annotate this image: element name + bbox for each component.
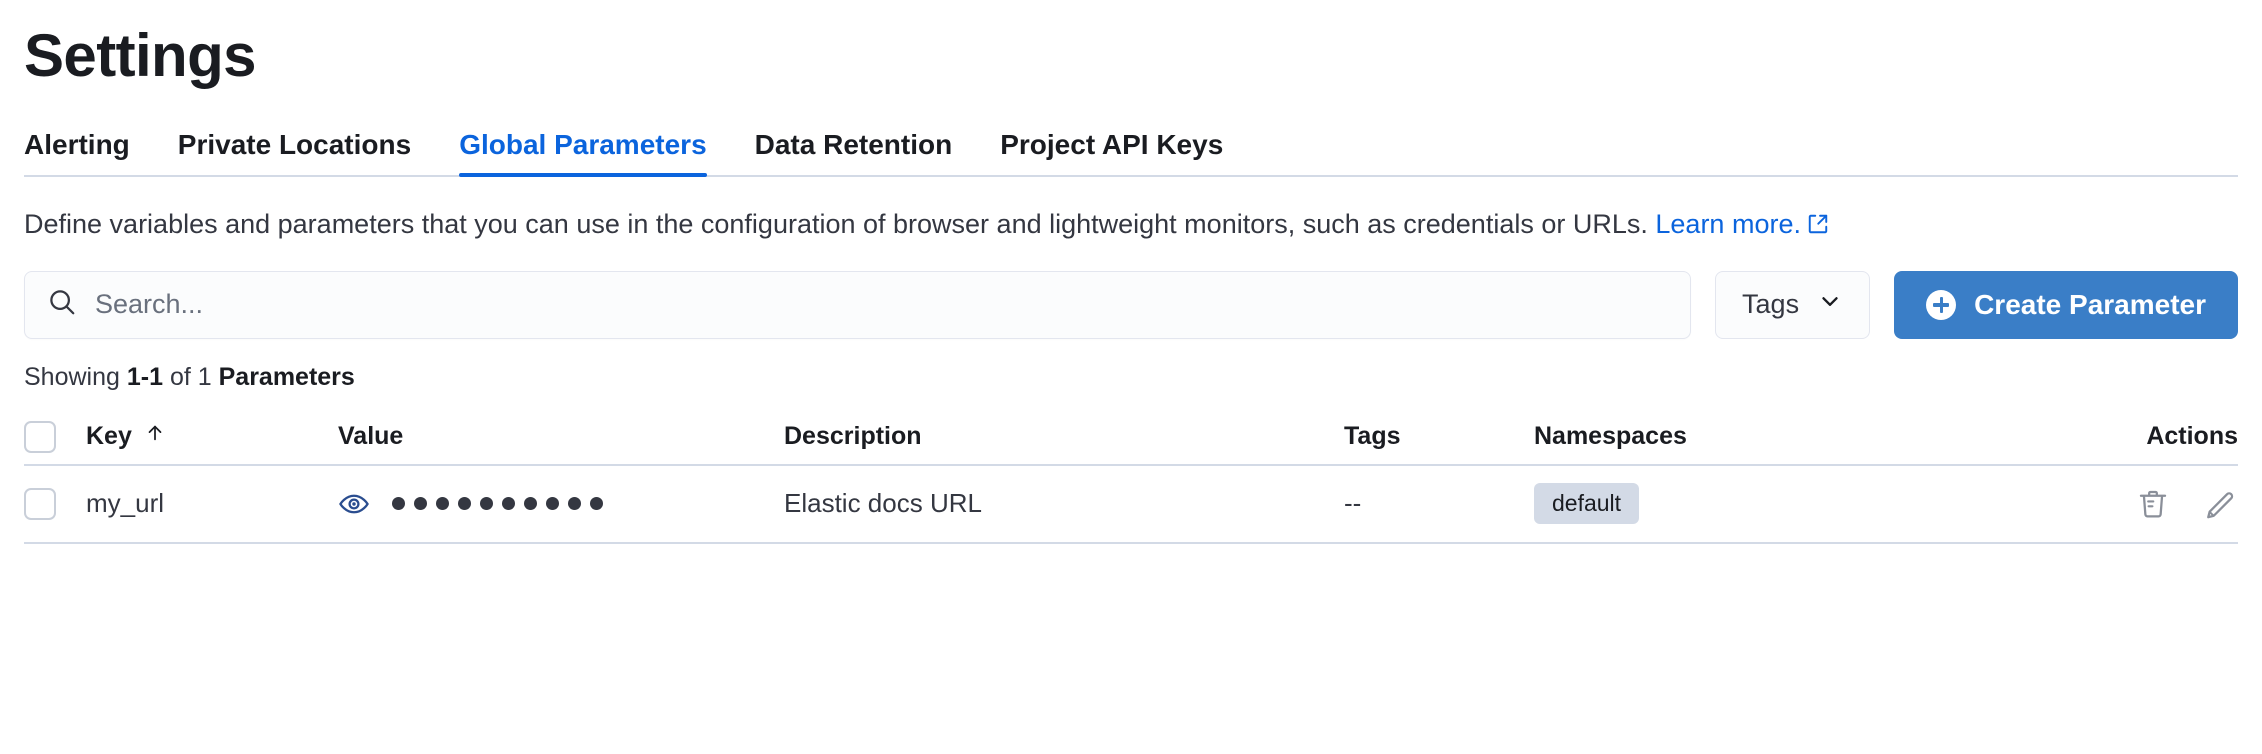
search-icon <box>47 287 77 322</box>
table-header-row: Key Value Description Tags Namespaces <box>24 410 2238 466</box>
mask-dot <box>546 497 559 511</box>
arrow-up-icon <box>144 422 166 451</box>
showing-prefix: Showing <box>24 362 120 391</box>
tags-filter-button[interactable]: Tags <box>1715 270 1871 339</box>
parameter-key: my_url <box>86 488 165 519</box>
create-parameter-label: Create Parameter <box>1974 288 2206 320</box>
plus-in-circle-icon <box>1926 289 1957 320</box>
mask-dot <box>524 497 537 511</box>
delete-icon[interactable] <box>2136 487 2170 521</box>
column-header-label: Namespaces <box>1534 422 1687 451</box>
column-header-value[interactable]: Value <box>338 422 784 451</box>
cell-key: my_url <box>86 488 338 519</box>
cell-description: Elastic docs URL <box>784 488 1344 519</box>
cell-tags: -- <box>1344 488 1534 519</box>
parameters-table: Key Value Description Tags Namespaces <box>24 410 2238 544</box>
tags-filter-label: Tags <box>1742 289 1800 320</box>
mask-dot <box>392 497 405 511</box>
showing-entity: Parameters <box>218 362 355 391</box>
search-input[interactable] <box>95 289 1669 321</box>
masked-value <box>392 497 603 511</box>
parameter-description: Elastic docs URL <box>784 488 982 519</box>
tab-label: Data Retention <box>754 129 953 161</box>
description-text: Define variables and parameters that you… <box>24 205 2199 246</box>
select-all-checkbox[interactable] <box>24 420 56 453</box>
page-title: Settings <box>24 22 256 89</box>
results-count: Showing 1-1 of 1 Parameters <box>24 362 2238 391</box>
table-row: my_url <box>24 466 2238 544</box>
tab-project-api-keys[interactable]: Project API Keys <box>976 131 1247 175</box>
mask-dot <box>502 497 515 511</box>
row-select-checkbox[interactable] <box>24 487 56 520</box>
row-select-cell <box>24 487 86 520</box>
column-header-actions: Actions <box>2058 422 2238 451</box>
controls-row: Tags Create Parameter <box>24 270 2238 339</box>
column-header-description[interactable]: Description <box>784 422 1344 451</box>
tab-global-parameters[interactable]: Global Parameters <box>435 129 730 178</box>
mask-dot <box>568 497 581 511</box>
learn-more-link[interactable]: Learn more. <box>1655 209 1829 239</box>
column-header-key[interactable]: Key <box>86 422 338 451</box>
parameter-tags: -- <box>1344 488 1362 519</box>
column-header-label: Actions <box>2146 422 2238 451</box>
select-all-cell <box>24 420 86 453</box>
tab-label: Global Parameters <box>459 129 707 161</box>
tab-label: Project API Keys <box>1000 129 1224 161</box>
showing-of: of 1 <box>169 362 212 391</box>
external-link-icon <box>1807 207 1829 246</box>
tab-bar: Alerting Private Locations Global Parame… <box>24 115 2238 178</box>
column-header-label: Tags <box>1344 422 1401 451</box>
cell-namespaces: default <box>1534 482 2058 525</box>
create-parameter-button[interactable]: Create Parameter <box>1894 270 2238 339</box>
cell-actions <box>2058 487 2238 521</box>
description-body: Define variables and parameters that you… <box>24 209 1648 240</box>
search-box[interactable] <box>24 270 1692 339</box>
learn-more-label: Learn more. <box>1655 209 1801 240</box>
edit-pencil-icon[interactable] <box>2204 487 2238 521</box>
mask-dot <box>480 497 493 511</box>
column-header-label: Value <box>338 422 404 451</box>
column-header-tags[interactable]: Tags <box>1344 422 1534 451</box>
tab-private-locations[interactable]: Private Locations <box>154 131 435 175</box>
tab-data-retention[interactable]: Data Retention <box>731 131 977 175</box>
cell-value <box>338 488 784 520</box>
column-header-label: Description <box>784 422 922 451</box>
mask-dot <box>414 497 427 511</box>
showing-range: 1-1 <box>126 362 163 391</box>
chevron-down-icon <box>1817 288 1843 321</box>
mask-dot <box>458 497 471 511</box>
mask-dot <box>590 497 603 511</box>
namespace-badge: default <box>1534 482 1640 525</box>
column-header-label: Key <box>86 422 132 451</box>
tab-alerting[interactable]: Alerting <box>24 131 154 175</box>
column-header-namespaces[interactable]: Namespaces <box>1534 422 2058 451</box>
tab-label: Alerting <box>24 129 130 161</box>
eye-icon[interactable] <box>338 488 370 520</box>
tab-label: Private Locations <box>177 129 412 161</box>
mask-dot <box>436 497 449 511</box>
